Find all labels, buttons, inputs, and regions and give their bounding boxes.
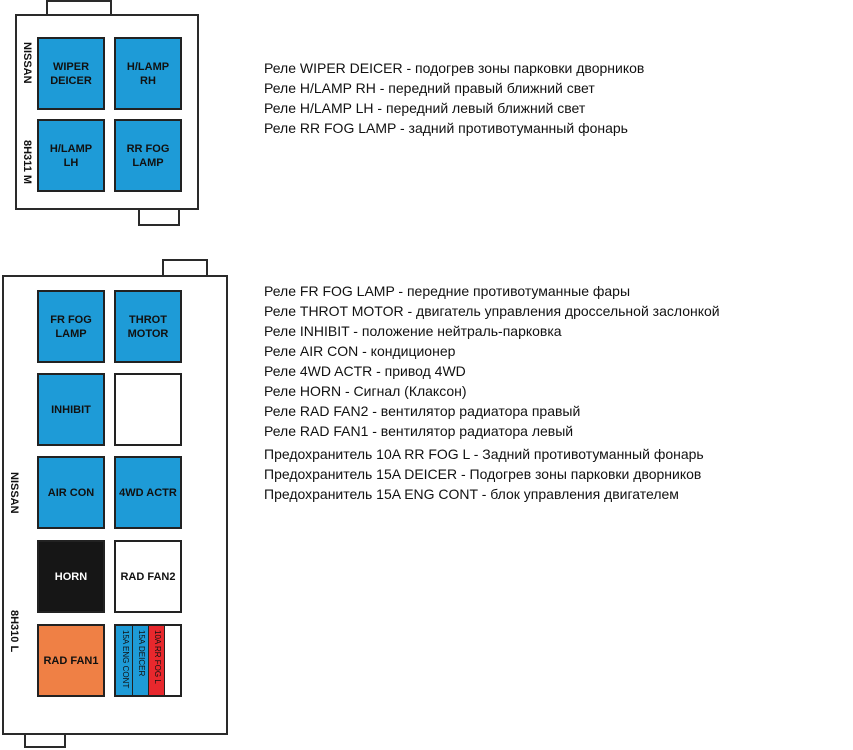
description-line: Реле RAD FAN1 - вентилятор радиатора лев… (264, 423, 574, 439)
relay-horn: HORN (37, 540, 105, 613)
top-block-code: 8H311 M (21, 140, 33, 185)
relay-4wd-actr: 4WD ACTR (114, 456, 182, 529)
fuse-10a-rr-fog-l: 10A RR FOG L (148, 626, 164, 695)
top-block-bottom-tab (138, 208, 180, 226)
relay-throt-motor: THROT MOTOR (114, 290, 182, 363)
fuse-descriptions: Предохранитель 10A RR FOG L - Задний про… (264, 444, 704, 504)
fuse-block: 15A ENG CONT 15A DEICER 10A RR FOG L (114, 624, 182, 697)
relay-rr-fog-lamp: RR FOG LAMP (114, 119, 182, 192)
relay-inhibit: INHIBIT (37, 373, 105, 446)
description-line: Реле RAD FAN2 - вентилятор радиатора пра… (264, 403, 581, 419)
bottom-block-brand: NISSAN (8, 472, 20, 514)
top-block-brand: NISSAN (21, 42, 33, 84)
relay-fr-fog-lamp: FR FOG LAMP (37, 290, 105, 363)
relay-rad-fan1: RAD FAN1 (37, 624, 105, 697)
relay-hlamp-rh: H/LAMP RH (114, 37, 182, 110)
fuse-empty-slot (164, 626, 180, 695)
description-line: Предохранитель 15A DEICER - Подогрев зон… (264, 466, 702, 482)
bottom-block-code: 8H310 L (8, 610, 20, 653)
description-line: Реле INHIBIT - положение нейтраль-парков… (264, 323, 562, 339)
fuse-15a-eng-cont: 15A ENG CONT (116, 626, 132, 695)
bottom-relay-descriptions: Реле FR FOG LAMP - передние противотуман… (264, 281, 720, 441)
description-line: Реле H/LAMP LH - передний левый ближний … (264, 100, 586, 116)
description-line: Реле RR FOG LAMP - задний противотуманны… (264, 120, 628, 136)
description-line: Реле H/LAMP RH - передний правый ближний… (264, 80, 595, 96)
description-line: Реле FR FOG LAMP - передние противотуман… (264, 283, 631, 299)
relay-hlamp-lh: H/LAMP LH (37, 119, 105, 192)
relay-rad-fan2: RAD FAN2 (114, 540, 182, 613)
description-line: Реле WIPER DEICER - подогрев зоны парков… (264, 60, 645, 76)
fuse-15a-deicer: 15A DEICER (132, 626, 148, 695)
description-line: Реле 4WD ACTR - привод 4WD (264, 363, 466, 379)
description-line: Реле HORN - Сигнал (Клаксон) (264, 383, 467, 399)
top-relay-descriptions: Реле WIPER DEICER - подогрев зоны парков… (264, 58, 644, 138)
bottom-block-bottom-tab (24, 733, 66, 748)
description-line: Предохранитель 15A ENG CONT - блок управ… (264, 486, 679, 502)
relay-air-con: AIR CON (37, 456, 105, 529)
relay-wiper-deicer: WIPER DEICER (37, 37, 105, 110)
description-line: Реле THROT MOTOR - двигатель управления … (264, 303, 720, 319)
description-line: Реле AIR CON - кондиционер (264, 343, 456, 359)
relay-empty-slot (114, 373, 182, 446)
description-line: Предохранитель 10A RR FOG L - Задний про… (264, 446, 704, 462)
